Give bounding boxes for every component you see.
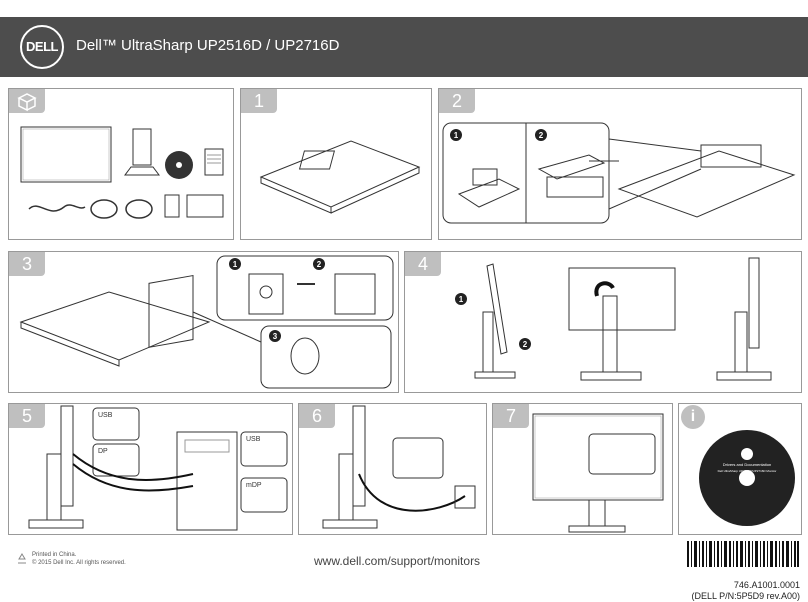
- cd-title: Drivers and Documentation: [723, 462, 771, 467]
- callout-2: 2: [523, 340, 528, 349]
- recycle-icon: [16, 552, 28, 564]
- callout-3: 3: [273, 332, 278, 341]
- step-6-illustration: [322, 405, 476, 529]
- step-number: 7: [493, 404, 529, 428]
- callout-1: 1: [459, 295, 464, 304]
- box-contents-illustration: [20, 126, 224, 219]
- header-bar: [0, 17, 808, 77]
- panel-box-contents: [8, 88, 234, 240]
- mdp-label: mDP: [246, 482, 262, 489]
- usb-label-2: USB: [246, 436, 261, 443]
- panel-step-6: 6: [298, 403, 487, 535]
- dp-label: DP: [98, 448, 108, 455]
- cd-illustration: Drivers and Documentation Dell UltraShar…: [699, 430, 795, 526]
- support-url: www.dell.com/support/monitors: [314, 554, 481, 568]
- step-2-illustration: 1 2: [442, 122, 796, 224]
- panel-step-1: 1: [240, 88, 432, 240]
- step-number: 6: [299, 404, 335, 428]
- step-number: 1: [241, 89, 277, 113]
- printed-text: Printed in China.: [32, 552, 77, 558]
- callout-2: 2: [539, 131, 544, 140]
- page-title: Dell™ UltraSharp UP2516D / UP2716D: [76, 37, 340, 54]
- panel-step-4: 4 1 2: [404, 251, 802, 393]
- step-number: 2: [439, 89, 475, 113]
- panel-step-2: 2 1 2: [438, 88, 802, 240]
- panel-info: Drivers and Documentation Dell UltraShar…: [678, 403, 802, 535]
- part-number-line1: 746.A1001.0001: [733, 580, 800, 590]
- panel-step-3: 3 1 2 3: [8, 251, 399, 393]
- box-icon: [9, 89, 45, 113]
- step-number: 5: [9, 404, 45, 428]
- callout-1: 1: [233, 260, 238, 269]
- part-number: 746.A1001.0001 (DELL P/N:5P5D9 rev.A00): [691, 580, 800, 602]
- copyright-text: © 2015 Dell Inc. All rights reserved.: [32, 560, 126, 566]
- dell-logo: DELL: [20, 25, 64, 69]
- step-5-illustration: USB DP USB mDP: [28, 405, 288, 531]
- step-3-illustration: 1 2 3: [19, 255, 394, 389]
- step-4-illustration: 1 2: [455, 257, 772, 381]
- callout-1: 1: [454, 131, 459, 140]
- usb-label: USB: [98, 412, 113, 419]
- info-icon: i: [681, 405, 705, 429]
- step-1-illustration: [259, 140, 421, 214]
- logo-text: DELL: [26, 39, 58, 54]
- step-number: 4: [405, 252, 441, 276]
- panel-step-5: 5 USB DP USB mDP: [8, 403, 293, 535]
- part-number-line2: (DELL P/N:5P5D9 rev.A00): [691, 591, 800, 601]
- step-7-illustration: [532, 413, 664, 533]
- step-number: 3: [9, 252, 45, 276]
- callout-2: 2: [317, 260, 322, 269]
- cd-subtitle: Dell UltraSharp UP2516D/UP2716D Monitor: [718, 469, 777, 473]
- barcode: [687, 541, 799, 567]
- panel-step-7: 7: [492, 403, 673, 535]
